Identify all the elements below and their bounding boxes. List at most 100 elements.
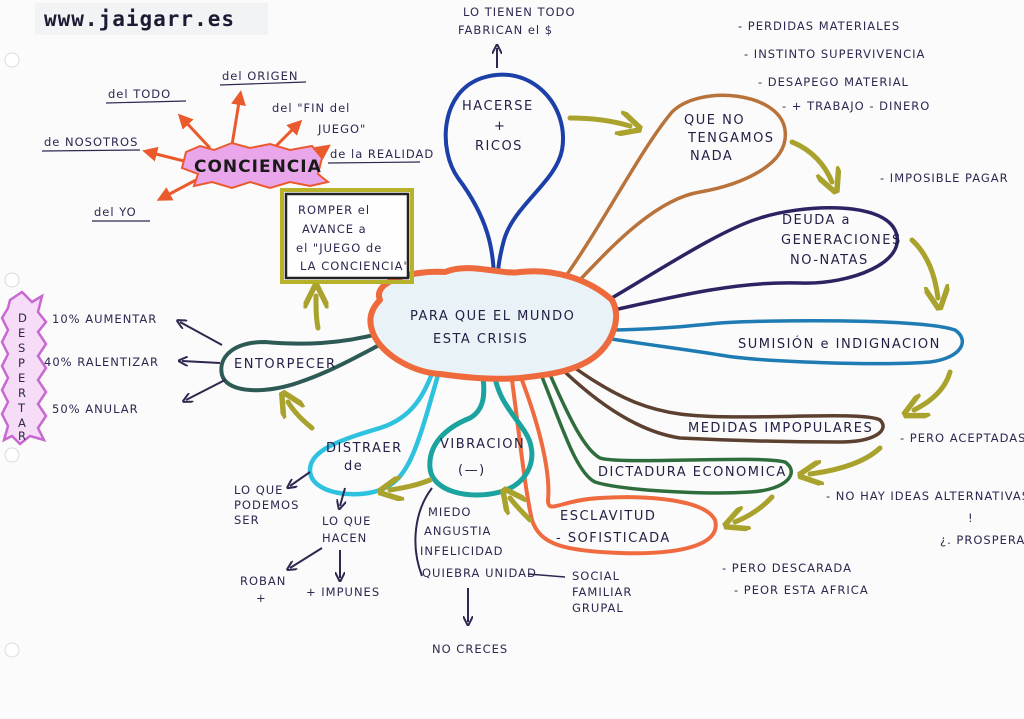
- despertar-letters: D E S P E R T A R: [17, 311, 27, 443]
- distraer-a-2: PODEMOS: [234, 498, 299, 512]
- hacerse-line-2: +: [494, 119, 506, 134]
- conciencia-ray-3: del "FIN del: [272, 101, 350, 115]
- despertar-letter: T: [17, 401, 26, 415]
- balloon-medidas: [563, 366, 885, 444]
- distraer-line-2: de: [344, 459, 363, 474]
- distraer-arrow-c: [290, 547, 323, 568]
- dictadura-label: DICTADURA ECONOMICA: [598, 465, 787, 480]
- que-no-line-3: NADA: [690, 149, 733, 164]
- flow-arrows: [288, 118, 953, 522]
- conciencia-ray-4: de la REALIDAD: [330, 147, 434, 161]
- entorpecer-arrow-1: [180, 322, 223, 346]
- conciencia-ray-1: del TODO: [108, 87, 171, 101]
- deuda-line-1: DEUDA a: [782, 213, 851, 228]
- distraer-arrow-b: [340, 487, 345, 506]
- distraer-b-1: LO QUE: [322, 514, 371, 528]
- romper-line-4: LA CONCIENCIA": [300, 259, 410, 273]
- distraer-c-2: +: [256, 591, 267, 605]
- entorpecer-arrow-2: [182, 361, 221, 363]
- paper-holes: [4, 52, 20, 658]
- distraer-c-1: ROBAN: [240, 574, 286, 588]
- hacerse-line-3: RICOS: [475, 139, 523, 154]
- entorpecer-item-3: 50% ANULAR: [52, 402, 139, 416]
- despertar-letter: P: [18, 356, 26, 370]
- distraer-a-1: LO QUE: [234, 483, 283, 497]
- medidas-note: - PERO ACEPTADAS: [900, 431, 1024, 445]
- romper-box-outer: [280, 188, 414, 284]
- unidad-1: SOCIAL: [572, 569, 620, 583]
- despertar-letter: E: [18, 326, 26, 340]
- romper-line-3: el "JUEGO de: [296, 241, 382, 255]
- deuda-note: - IMPOSIBLE PAGAR: [880, 171, 1009, 185]
- balloon-vibracion: [427, 369, 535, 498]
- que-no-note-3: - DESAPEGO MATERIAL: [758, 75, 909, 89]
- balloon-distraer: [307, 364, 443, 497]
- distraer-line-1: DISTRAER: [326, 441, 403, 456]
- romper-box: [284, 192, 410, 280]
- conciencia-ray-3b: JUEGO": [317, 122, 366, 136]
- balloon-deuda: [599, 206, 899, 314]
- esclavitud-line-2: - SOFISTICADA: [556, 531, 671, 546]
- vibracion-bracket: [414, 487, 433, 577]
- sumision-label: SUMISIÓN e INDIGNACION: [738, 336, 941, 352]
- despertar-letter: E: [18, 371, 26, 385]
- distraer-d: + IMPUNES: [306, 585, 380, 599]
- medidas-label: MEDIDAS IMPOPULARES: [688, 421, 873, 436]
- conciencia-ray-6: del YO: [94, 205, 137, 219]
- hacerse-line-1: HACERSE: [462, 99, 534, 114]
- deuda-line-3: NO-NATAS: [790, 253, 869, 268]
- que-no-line-1: QUE NO: [684, 113, 745, 128]
- unidad-2: FAMILIAR: [572, 585, 632, 599]
- romper-line-1: ROMPER el: [298, 203, 370, 217]
- distraer-b-2: HACEN: [322, 531, 367, 545]
- underline-5: [41, 149, 141, 152]
- vibracion-line-2: (—): [458, 463, 486, 478]
- esclavitud-note-1: - PERO DESCARADA: [722, 561, 852, 575]
- vibracion-item-3: INFELICIDAD: [420, 544, 503, 558]
- center-line-2: ESTA CRISIS: [433, 332, 528, 347]
- vibracion-item-1: MIEDO: [428, 505, 472, 519]
- esclavitud-line-1: ESCLAVITUD: [560, 509, 656, 524]
- vibracion-result: NO CRECES: [432, 642, 508, 656]
- entorpecer-item-2: 40% RALENTIZAR: [44, 355, 159, 369]
- despertar-letter: S: [18, 341, 26, 355]
- center-bubble: [367, 265, 620, 382]
- distraer-arrow-a: [290, 471, 311, 486]
- unidad-3: GRUPAL: [572, 601, 624, 615]
- site-label: www.jaigarr.es: [44, 7, 235, 31]
- despertar-box: [0, 290, 48, 446]
- que-no-note-4: - + TRABAJO - DINERO: [782, 99, 930, 113]
- que-no-note-2: - INSTINTO SUPERVIVENCIA: [744, 47, 925, 61]
- unidad-connector: [527, 573, 566, 578]
- underline-1: [105, 100, 187, 104]
- que-no-note-1: - PERDIDAS MATERIALES: [738, 19, 900, 33]
- dictadura-note-2: !: [968, 511, 974, 525]
- entorpecer-label: ENTORPECER: [234, 357, 337, 372]
- dictadura-note-1: - NO HAY IDEAS ALTERNATIVAS: [826, 489, 1024, 503]
- vibracion-line-1: VIBRACION: [440, 437, 525, 452]
- balloon-hacerse: [443, 72, 566, 283]
- hacerse-note-2: FABRICAN el $: [458, 23, 553, 37]
- esclavitud-note-2: - PEOR ESTA AFRICA: [734, 583, 869, 597]
- underline-4: [327, 161, 421, 164]
- center-line-1: PARA QUE EL MUNDO: [410, 309, 575, 324]
- vibracion-item-4: QUIEBRA UNIDAD: [422, 566, 537, 580]
- conciencia-ray-5: de NOSOTROS: [44, 135, 138, 149]
- entorpecer-item-1: 10% AUMENTAR: [52, 312, 157, 326]
- dictadura-note-3: ¿. PROSPERA: [940, 533, 1024, 547]
- balloon-entorpecer: [219, 330, 386, 393]
- balloon-sumision: [604, 318, 965, 366]
- vibracion-item-2: ANGUSTIA: [424, 524, 491, 538]
- hacerse-note-1: LO TIENEN TODO: [463, 5, 576, 19]
- balloon-que-no: [556, 93, 787, 292]
- despertar-letter: A: [18, 416, 27, 430]
- conciencia-burst: [180, 141, 331, 190]
- romper-line-2: AVANCE a: [302, 222, 367, 236]
- conciencia-ray-2: del ORIGEN: [222, 69, 298, 83]
- deuda-line-2: GENERACIONES: [781, 233, 902, 248]
- balloon-dictadura: [538, 369, 793, 495]
- distraer-a-3: SER: [234, 513, 260, 527]
- site-label-bg: [35, 3, 268, 35]
